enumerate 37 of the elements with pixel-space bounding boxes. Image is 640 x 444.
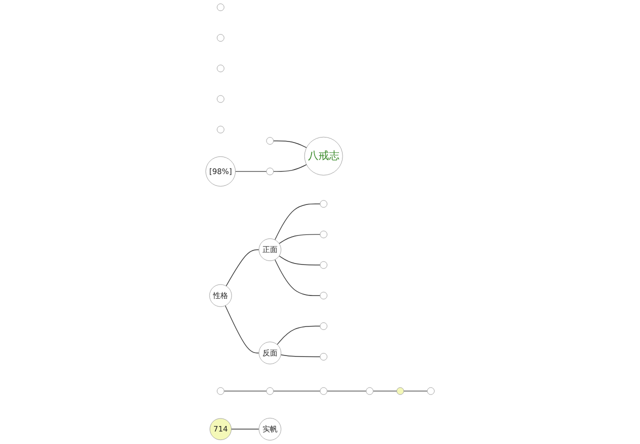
connector <box>278 256 320 266</box>
connector <box>226 249 260 286</box>
node-circle <box>216 95 224 103</box>
connector <box>372 390 398 392</box>
node-circle <box>266 168 274 176</box>
node-circle <box>320 292 328 300</box>
node-circle <box>320 387 328 395</box>
node-circle <box>366 387 374 395</box>
connector <box>326 390 366 392</box>
connector <box>273 390 320 392</box>
connector <box>274 259 320 296</box>
connector <box>280 354 320 358</box>
node-circle <box>216 387 224 395</box>
node-circle <box>216 64 224 72</box>
connector <box>273 140 307 148</box>
node-circle <box>216 34 224 42</box>
node-circle <box>320 322 328 330</box>
node-circle <box>320 352 328 360</box>
connector <box>403 390 428 392</box>
node-circle <box>266 387 274 395</box>
node-circle <box>216 4 224 12</box>
connector <box>235 171 267 172</box>
node-circle <box>266 137 274 145</box>
connector <box>224 305 260 354</box>
connector <box>276 326 320 345</box>
node-circle <box>396 387 404 395</box>
node-circle: 八戒志 <box>304 136 343 176</box>
connector <box>278 234 320 244</box>
connector <box>274 204 320 240</box>
node-circle <box>216 126 224 134</box>
node-circle <box>320 261 328 269</box>
node-circle <box>320 200 328 208</box>
connector <box>224 390 267 392</box>
connector <box>273 164 307 172</box>
node-circle <box>320 230 328 238</box>
node-circle <box>427 387 435 395</box>
connector <box>230 428 260 430</box>
